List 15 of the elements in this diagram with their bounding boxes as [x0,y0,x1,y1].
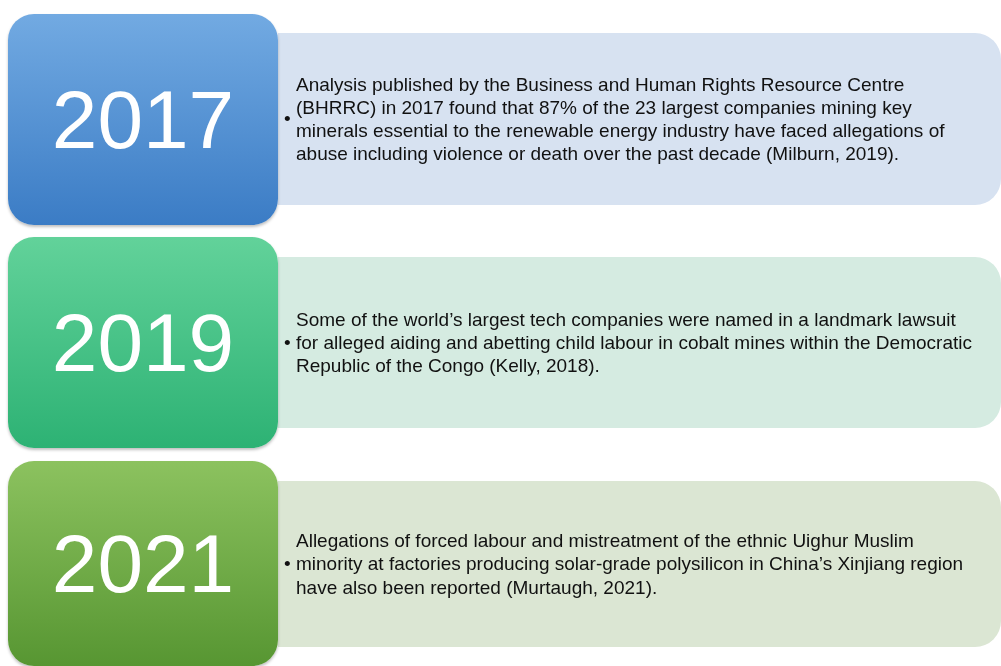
bullet-marker: • [284,107,292,131]
year-box [8,461,278,666]
bullet-marker: • [284,552,292,576]
year-box [8,14,278,225]
year-box [8,237,278,448]
bullet-text: Allegations of forced labour and mistreatment of the ethnic Uighur Muslim minority at factories producing solar-grade polysilicon in China’s Xinjiang region have also been reported (Murtaugh, 2021). [296,529,965,599]
year-label: 2021 [51,516,235,611]
description-panel [278,257,1001,428]
description-panel [278,33,1001,205]
bullet-text: Some of the world’s largest tech companies were named in a landmark lawsuit for alleged aiding and abetting child labour in cobalt mines within the Democratic Republic of the Congo (Kelly, 2018). [296,307,973,378]
year-label: 2019 [51,295,235,390]
description-panel [278,481,1001,647]
bullet-text: Analysis published by the Business and Human Rights Resource Centre (BHRRC) in 2017 found that 87% of the 23 largest companies mining key minerals essential to the renewable energy industry have faced allegations of abuse including violence or death over the past decade (Milburn, 2019). [296,72,946,166]
year-label: 2017 [51,72,235,167]
bullet-marker: • [284,330,292,355]
